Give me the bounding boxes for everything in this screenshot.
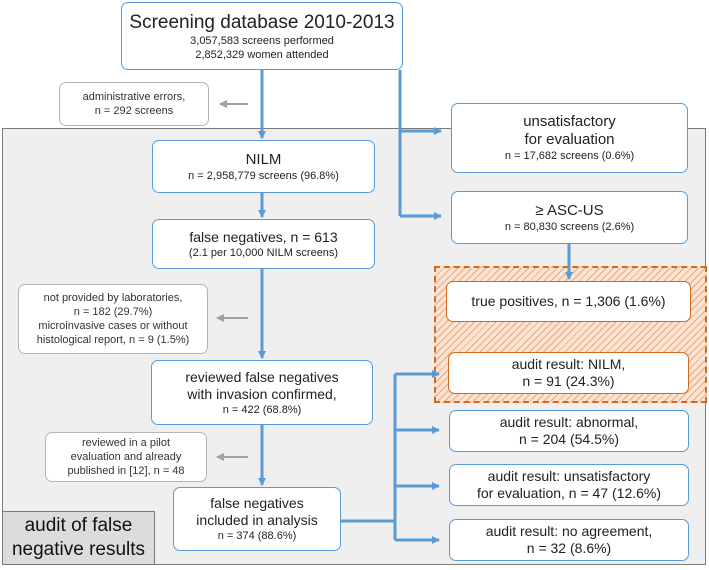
included-count: n = 374 (88.6%): [217, 530, 297, 542]
audit-unsatisfactory-box: audit result: unsatisfactory for evaluat…: [449, 464, 689, 506]
audit-unsatisfactory-label: audit result: unsatisfactory: [487, 468, 651, 484]
audit-label-line2: negative results: [11, 539, 146, 560]
database-women: 2,852,329 women attended: [195, 48, 329, 61]
pilot-evaluation-note: reviewed in a pilot evaluation and alrea…: [45, 432, 207, 482]
audit-abnormal-box: audit result: abnormal, n = 204 (54.5%): [449, 410, 689, 452]
audit-no-agreement-box: audit result: no agreement, n = 32 (8.6%…: [449, 519, 689, 561]
included-line1: false negatives: [210, 495, 304, 511]
nilm-box: NILM n = 2,958,779 screens (96.8%): [152, 140, 375, 193]
audit-abnormal-count: n = 204 (54.5%): [518, 431, 619, 447]
included-line2: included in analysis: [196, 512, 318, 528]
ascus-count: n = 80,830 screens (2.6%): [504, 220, 635, 233]
false-negatives-count: false negatives, n = 613: [189, 228, 338, 245]
false-negatives-included-box: false negatives included in analysis n =…: [173, 487, 341, 551]
audit-nilm-count: n = 91 (24.3%): [522, 373, 615, 389]
reviewed-false-negatives-box: reviewed false negatives with invasion c…: [151, 360, 373, 425]
nilm-count: n = 2,958,779 screens (96.8%): [188, 169, 339, 182]
pilot-line3: published in [12], n = 48: [67, 465, 185, 477]
audit-nilm-box: audit result: NILM, n = 91 (24.3%): [448, 352, 689, 394]
ascus-box: ≥ ASC-US n = 80,830 screens (2.6%): [451, 191, 688, 244]
audit-label-line1: audit of false: [24, 515, 133, 536]
not-provided-line2: n = 182 (29.7%): [73, 306, 153, 318]
unsatisfactory-count: n = 17,682 screens (0.6%): [504, 150, 635, 162]
false-negatives-box: false negatives, n = 613 (2.1 per 10,000…: [152, 219, 375, 269]
ascus-label: ≥ ASC-US: [535, 201, 604, 219]
audit-unsatisfactory-count: for evaluation, n = 47 (12.6%): [476, 485, 662, 501]
pilot-line1: reviewed in a pilot: [81, 437, 171, 449]
not-provided-note: not provided by laboratories, n = 182 (2…: [18, 284, 208, 354]
audit-no-agreement-count: n = 32 (8.6%): [526, 540, 612, 556]
not-provided-line3: microinvasive cases or without: [38, 320, 188, 332]
database-title: Screening database 2010-2013: [129, 11, 395, 33]
not-provided-line4: histological report, n = 9 (1.5%): [36, 334, 190, 346]
false-negatives-rate: (2.1 per 10,000 NILM screens): [188, 246, 339, 259]
database-screens: 3,057,583 screens performed: [190, 34, 334, 47]
administrative-errors-note: administrative errors, n = 292 screens: [59, 82, 209, 126]
true-positives-box: true positives, n = 1,306 (1.6%): [446, 281, 691, 322]
nilm-label: NILM: [245, 150, 282, 168]
unsatisfactory-box: unsatisfactory for evaluation n = 17,682…: [451, 103, 688, 173]
audit-region-label: audit of false negative results: [2, 511, 155, 565]
admin-errors-line2: n = 292 screens: [94, 105, 174, 117]
not-provided-line1: not provided by laboratories,: [43, 292, 183, 304]
pilot-line2: evaluation and already: [70, 451, 182, 463]
screening-database-box: Screening database 2010-2013 3,057,583 s…: [121, 2, 403, 70]
true-positives-label: true positives, n = 1,306 (1.6%): [471, 293, 666, 309]
unsatisfactory-line2: for evaluation: [524, 131, 615, 148]
unsatisfactory-line1: unsatisfactory: [523, 113, 616, 130]
reviewed-count: n = 422 (68.8%): [222, 403, 302, 416]
admin-errors-line1: administrative errors,: [82, 91, 186, 103]
audit-no-agreement-label: audit result: no agreement,: [485, 523, 653, 539]
reviewed-line1: reviewed false negatives: [185, 368, 339, 385]
audit-nilm-label: audit result: NILM,: [511, 356, 626, 372]
reviewed-line2: with invasion confirmed,: [187, 385, 337, 402]
audit-abnormal-label: audit result: abnormal,: [499, 414, 639, 430]
